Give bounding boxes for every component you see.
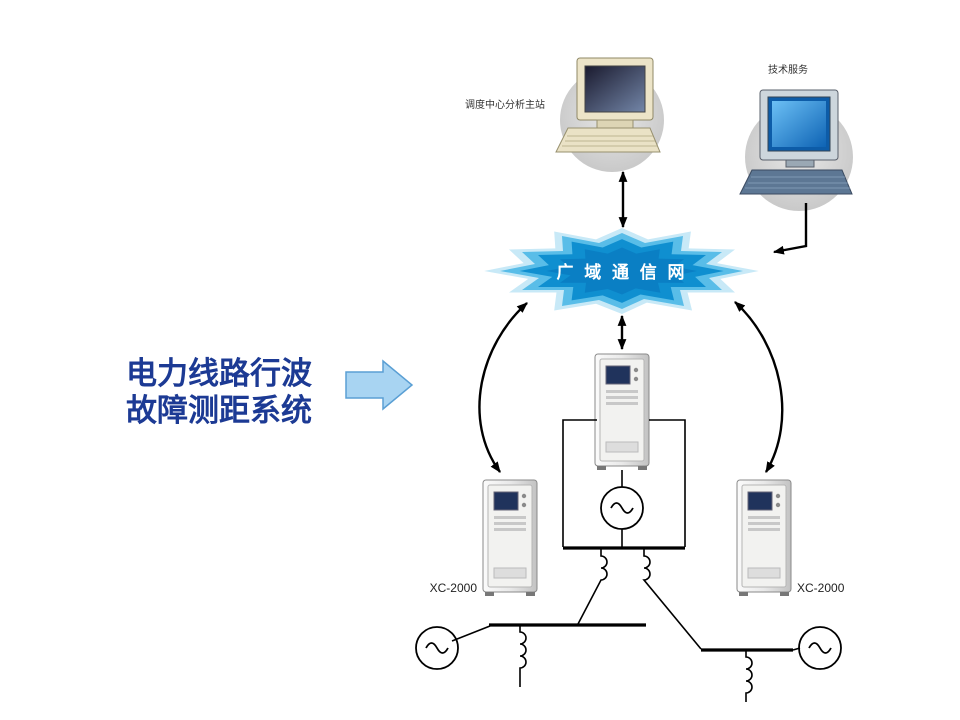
tech-monitor-stand (785, 159, 815, 168)
system-title: 电力线路行波 故障测距系统 (126, 356, 312, 429)
wan-cloud-label: 广 域 通 信 网 (557, 262, 688, 282)
tech-keyboard (739, 169, 853, 195)
tech-service-computer (739, 89, 853, 211)
right-cabinet (736, 479, 792, 597)
feeder-right-coil (642, 548, 702, 650)
tech-service-label: 技术服务 (768, 63, 808, 76)
left-cabinet-label: XC-2000 (430, 581, 478, 595)
left-generator-icon (415, 626, 459, 670)
arrow-wan-right-cabinet (734, 301, 784, 473)
center-lead-right (649, 419, 686, 547)
dispatch-screen (584, 65, 646, 113)
tech-screen (772, 101, 826, 147)
dispatch-keyboard (555, 127, 661, 153)
system-title-line1: 电力线路行波 (126, 356, 312, 392)
center-lead-left (562, 419, 597, 547)
feeder-left-coil (577, 548, 608, 625)
wan-cloud: 广 域 通 信 网 (484, 228, 759, 314)
dispatch-computer (555, 57, 664, 172)
left-cabinet (482, 479, 538, 597)
title-arrow-icon (345, 359, 414, 411)
right-bus-feeder-coil (745, 651, 753, 702)
power-schematic (415, 419, 842, 702)
center-generator-icon (600, 486, 644, 530)
arrow-tech-wan (772, 203, 808, 255)
left-bus-feeder-coil (519, 626, 527, 687)
arrow-wan-left-cabinet (478, 302, 528, 473)
dispatch-computer-label: 调度中心分析主站 (465, 98, 545, 111)
system-title-line2: 故障测距系统 (126, 393, 312, 429)
center-cabinet (594, 353, 650, 471)
right-cabinet-label: XC-2000 (797, 581, 845, 595)
right-generator-icon (798, 626, 842, 670)
dispatch-monitor-stand (596, 119, 634, 129)
